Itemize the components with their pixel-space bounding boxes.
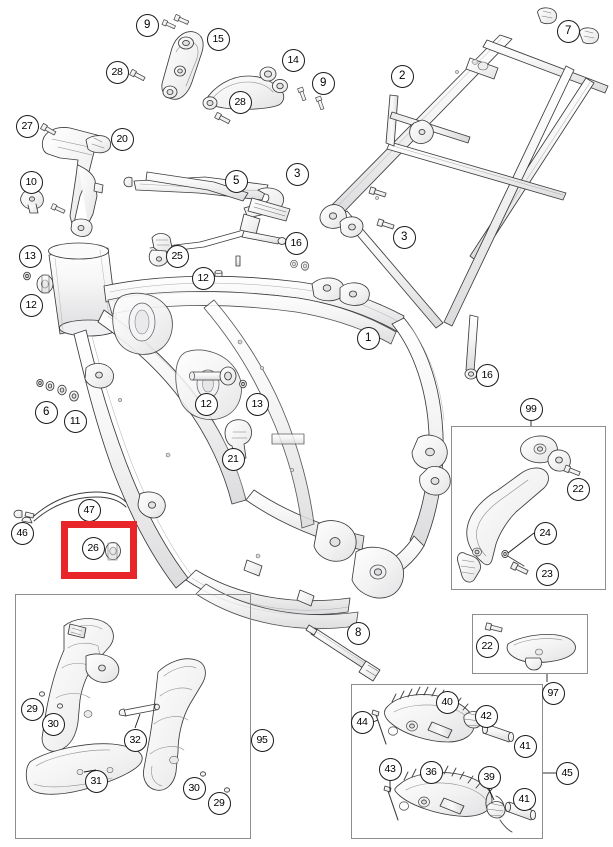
callout-2[interactable]: 2 [390,64,414,88]
callout-27[interactable]: 27 [15,114,39,138]
callout-28[interactable]: 28 [105,60,129,84]
callout-97[interactable]: 97 [541,681,565,705]
callout-29b[interactable]: 29 [207,791,231,815]
callout-12[interactable]: 12 [191,266,215,290]
callout-99[interactable]: 99 [519,397,543,421]
callout-13b[interactable]: 13 [245,392,269,416]
callout-32[interactable]: 32 [123,728,147,752]
callout-20[interactable]: 20 [110,127,134,151]
callout-14[interactable]: 14 [281,48,305,72]
callout-43[interactable]: 43 [378,757,402,781]
callout-3b[interactable]: 3 [392,225,416,249]
callout-29[interactable]: 29 [20,697,44,721]
callout-95[interactable]: 95 [250,728,274,752]
callout-1[interactable]: 1 [356,326,380,350]
callout-10[interactable]: 10 [19,170,43,194]
callout-9[interactable]: 9 [135,13,159,37]
callout-36[interactable]: 36 [419,760,443,784]
callout-16[interactable]: 16 [284,231,308,255]
callout-40[interactable]: 40 [435,690,459,714]
callout-12c[interactable]: 12 [194,392,218,416]
callout-25[interactable]: 25 [165,244,189,268]
callout-9b[interactable]: 9 [311,71,335,95]
panel-group-97 [472,614,588,674]
callout-23[interactable]: 23 [535,562,559,586]
callout-7[interactable]: 7 [556,19,580,43]
panel-group-45 [351,684,543,839]
callout-6[interactable]: 6 [34,400,58,424]
callout-41[interactable]: 41 [513,734,537,758]
callout-39[interactable]: 39 [477,765,501,789]
callout-44[interactable]: 44 [350,710,374,734]
callout-8[interactable]: 8 [346,621,370,645]
panel-group-99 [451,426,606,590]
callout-28b[interactable]: 28 [228,90,252,114]
callout-5[interactable]: 5 [224,169,248,193]
callout-21[interactable]: 21 [221,447,245,471]
callout-22[interactable]: 22 [566,477,590,501]
callout-26[interactable]: 26 [81,536,105,560]
callout-22b[interactable]: 22 [475,634,499,658]
callout-3[interactable]: 3 [285,162,309,186]
callout-30b[interactable]: 30 [182,776,206,800]
callout-47[interactable]: 47 [77,498,101,522]
callout-42[interactable]: 42 [474,704,498,728]
callout-24[interactable]: 24 [533,521,557,545]
callout-45[interactable]: 45 [555,761,579,785]
callout-31[interactable]: 31 [84,769,108,793]
callout-13[interactable]: 13 [18,244,42,268]
panel-group-95 [15,594,251,839]
callout-16b[interactable]: 16 [475,363,499,387]
callout-12b[interactable]: 12 [19,293,43,317]
callout-41b[interactable]: 41 [512,787,536,811]
callout-11[interactable]: 11 [63,409,87,433]
callout-15[interactable]: 15 [206,27,230,51]
callout-46[interactable]: 46 [10,521,34,545]
callout-30[interactable]: 30 [41,712,65,736]
